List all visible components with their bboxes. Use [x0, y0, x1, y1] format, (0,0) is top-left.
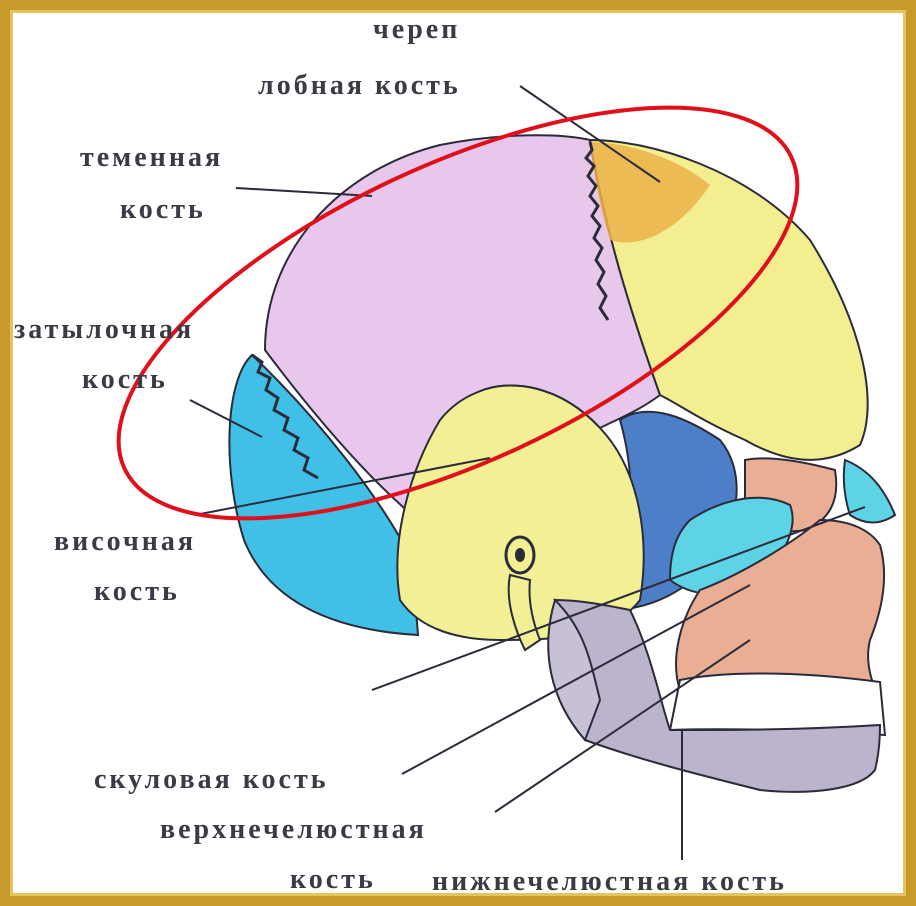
label-maxilla-1: верхнечелюстная: [160, 816, 427, 844]
ear-canal-inner: [515, 548, 525, 562]
label-zygomatic: скуловая кость: [94, 766, 329, 794]
label-mandible: нижнечелюстная кость: [432, 868, 787, 896]
label-parietal-2: кость: [120, 196, 206, 224]
label-occipital-2: кость: [82, 366, 168, 394]
label-temporal-1: височная: [54, 528, 196, 556]
label-maxilla-2: кость: [290, 866, 376, 894]
label-parietal-1: теменная: [80, 144, 223, 172]
label-skull: череп: [373, 16, 460, 44]
label-frontal: лобная кость: [258, 72, 461, 100]
nasal-bone: [844, 460, 895, 523]
label-occipital-1: затылочная: [14, 316, 194, 344]
label-temporal-2: кость: [94, 578, 180, 606]
